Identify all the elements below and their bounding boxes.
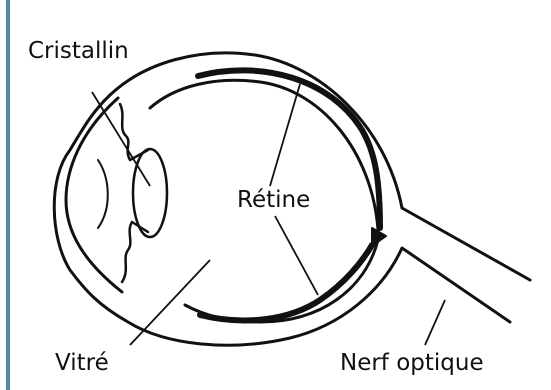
- leader-retine-lower: [275, 216, 318, 295]
- leader-retine-upper: [270, 84, 300, 186]
- label-retine: Rétine: [237, 189, 310, 212]
- leader-vitre: [130, 260, 210, 345]
- iris-lower: [122, 222, 148, 282]
- lens: [133, 149, 167, 237]
- retina-band-lower: [200, 245, 372, 320]
- anterior-chamber: [98, 160, 108, 228]
- label-cristallin: Cristallin: [28, 40, 129, 63]
- label-vitre: Vitré: [55, 352, 109, 375]
- leader-nerf: [425, 300, 445, 345]
- label-nerf-optique: Nerf optique: [340, 352, 484, 375]
